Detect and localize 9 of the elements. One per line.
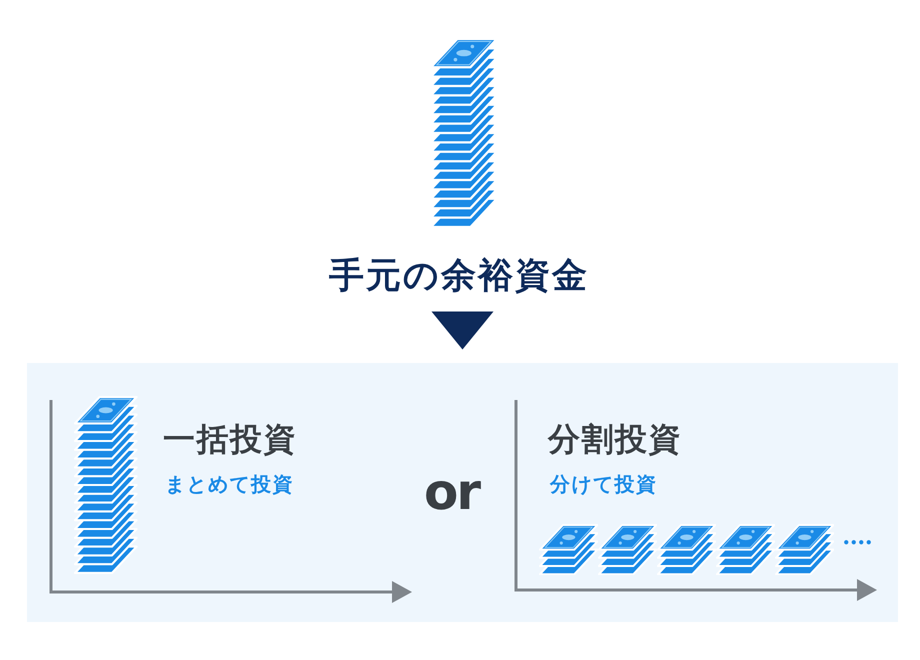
section-subtitle: まとめて投資 [165,474,294,494]
down-arrow [432,312,494,350]
section-heading: 一括投資 [163,423,297,455]
comparison-panel [27,363,898,622]
section-heading: 分割投資 [548,423,682,455]
section-subtitle: 分けて投資 [550,474,658,494]
title-text: 手元の余裕資金 [329,259,589,294]
separator-text: or [424,467,480,517]
ellipsis-text: .... [843,523,873,549]
